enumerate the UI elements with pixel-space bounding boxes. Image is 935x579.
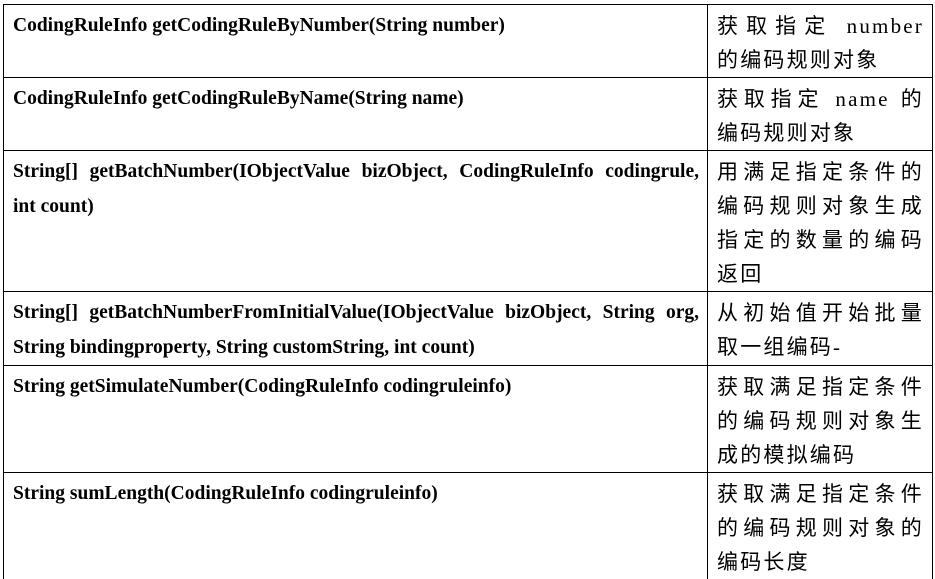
api-method-table: CodingRuleInfo getCodingRuleByNumber(Str… [3,4,933,579]
table-row: CodingRuleInfo getCodingRuleByName(Strin… [4,78,933,151]
method-description-cell: 用满足指定条件的编码规则对象生成指定的数量的编码返回 [708,151,933,292]
method-description-cell: 获取满足指定条件的编码规则对象的编码长度 [708,473,933,579]
method-signature-cell: String[] getBatchNumber(IObjectValue biz… [4,151,708,292]
method-description-cell: 获取指定 number 的编码规则对象 [708,5,933,78]
method-signature-cell: CodingRuleInfo getCodingRuleByNumber(Str… [4,5,708,78]
method-signature-cell: CodingRuleInfo getCodingRuleByName(Strin… [4,78,708,151]
method-description-cell: 获取满足指定条件的编码规则对象生成的模拟编码 [708,366,933,473]
method-signature-cell: String getSimulateNumber(CodingRuleInfo … [4,366,708,473]
table-row: CodingRuleInfo getCodingRuleByNumber(Str… [4,5,933,78]
table-row: String getSimulateNumber(CodingRuleInfo … [4,366,933,473]
method-description-cell: 从初始值开始批量取一组编码- [708,292,933,366]
table-row: String[] getBatchNumber(IObjectValue biz… [4,151,933,292]
method-description-cell: 获取指定 name 的编码规则对象 [708,78,933,151]
table-row: String[] getBatchNumberFromInitialValue(… [4,292,933,366]
method-signature-cell: String[] getBatchNumberFromInitialValue(… [4,292,708,366]
table-row: String sumLength(CodingRuleInfo codingru… [4,473,933,579]
method-signature-cell: String sumLength(CodingRuleInfo codingru… [4,473,708,579]
